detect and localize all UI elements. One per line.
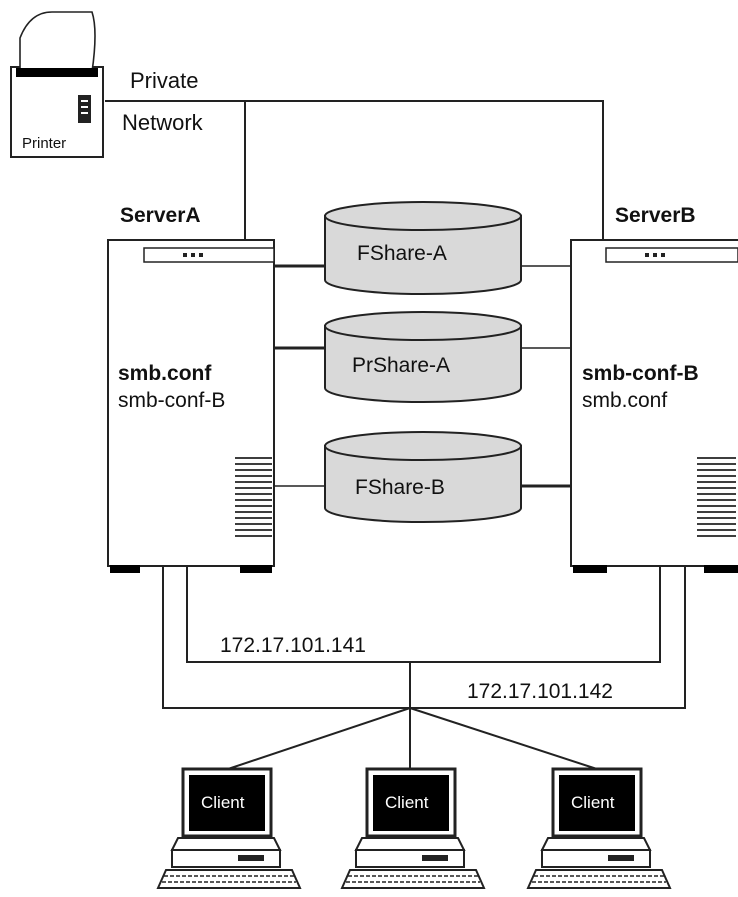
- public-network-lines: [162, 566, 686, 771]
- private-network-label-1: Private: [130, 68, 198, 93]
- server-b-name: ServerB: [615, 204, 696, 227]
- client-link-3: [409, 707, 601, 771]
- client-1-label: Client: [201, 793, 245, 812]
- server-a-vents: [235, 457, 272, 537]
- client-workstation-1: Client: [156, 767, 302, 889]
- share-fshare-a-label: FShare-A: [357, 242, 447, 265]
- printer-icon: Printer: [10, 11, 104, 158]
- client-link-1: [224, 707, 411, 771]
- server-b-primary-config: smb-conf-B: [582, 362, 699, 385]
- disk-prshare-a: PrShare-A: [324, 311, 522, 403]
- share-links: [274, 264, 571, 488]
- private-network-lines: [105, 100, 604, 240]
- share-fshare-b-label: FShare-B: [355, 476, 445, 499]
- private-network-link: [105, 100, 604, 240]
- server-b-vents: [697, 457, 736, 537]
- server-a-name: ServerA: [120, 204, 201, 227]
- server-b: smb-conf-B smb.conf: [570, 239, 738, 573]
- client-workstation-2: Client: [340, 767, 486, 889]
- network-link-142: [162, 566, 686, 709]
- server-b-secondary-config: smb.conf: [582, 389, 667, 412]
- network-link-141: [186, 566, 661, 663]
- disk-fshare-a: FShare-A: [324, 201, 522, 295]
- client-workstation-3: Client: [526, 767, 672, 889]
- share-prshare-a-label: PrShare-A: [352, 354, 450, 377]
- client-3-label: Client: [571, 793, 615, 812]
- private-network-label-2: Network: [122, 110, 204, 135]
- ip-address-a: 172.17.101.141: [220, 634, 366, 657]
- printer-label: Printer: [22, 135, 66, 152]
- server-a-secondary-config: smb-conf-B: [118, 389, 225, 412]
- client-2-label: Client: [385, 793, 429, 812]
- server-a-primary-config: smb.conf: [118, 362, 212, 385]
- server-a: smb.conf smb-conf-B: [107, 239, 275, 573]
- disk-fshare-b: FShare-B: [324, 431, 522, 523]
- ip-address-b: 172.17.101.142: [467, 680, 613, 703]
